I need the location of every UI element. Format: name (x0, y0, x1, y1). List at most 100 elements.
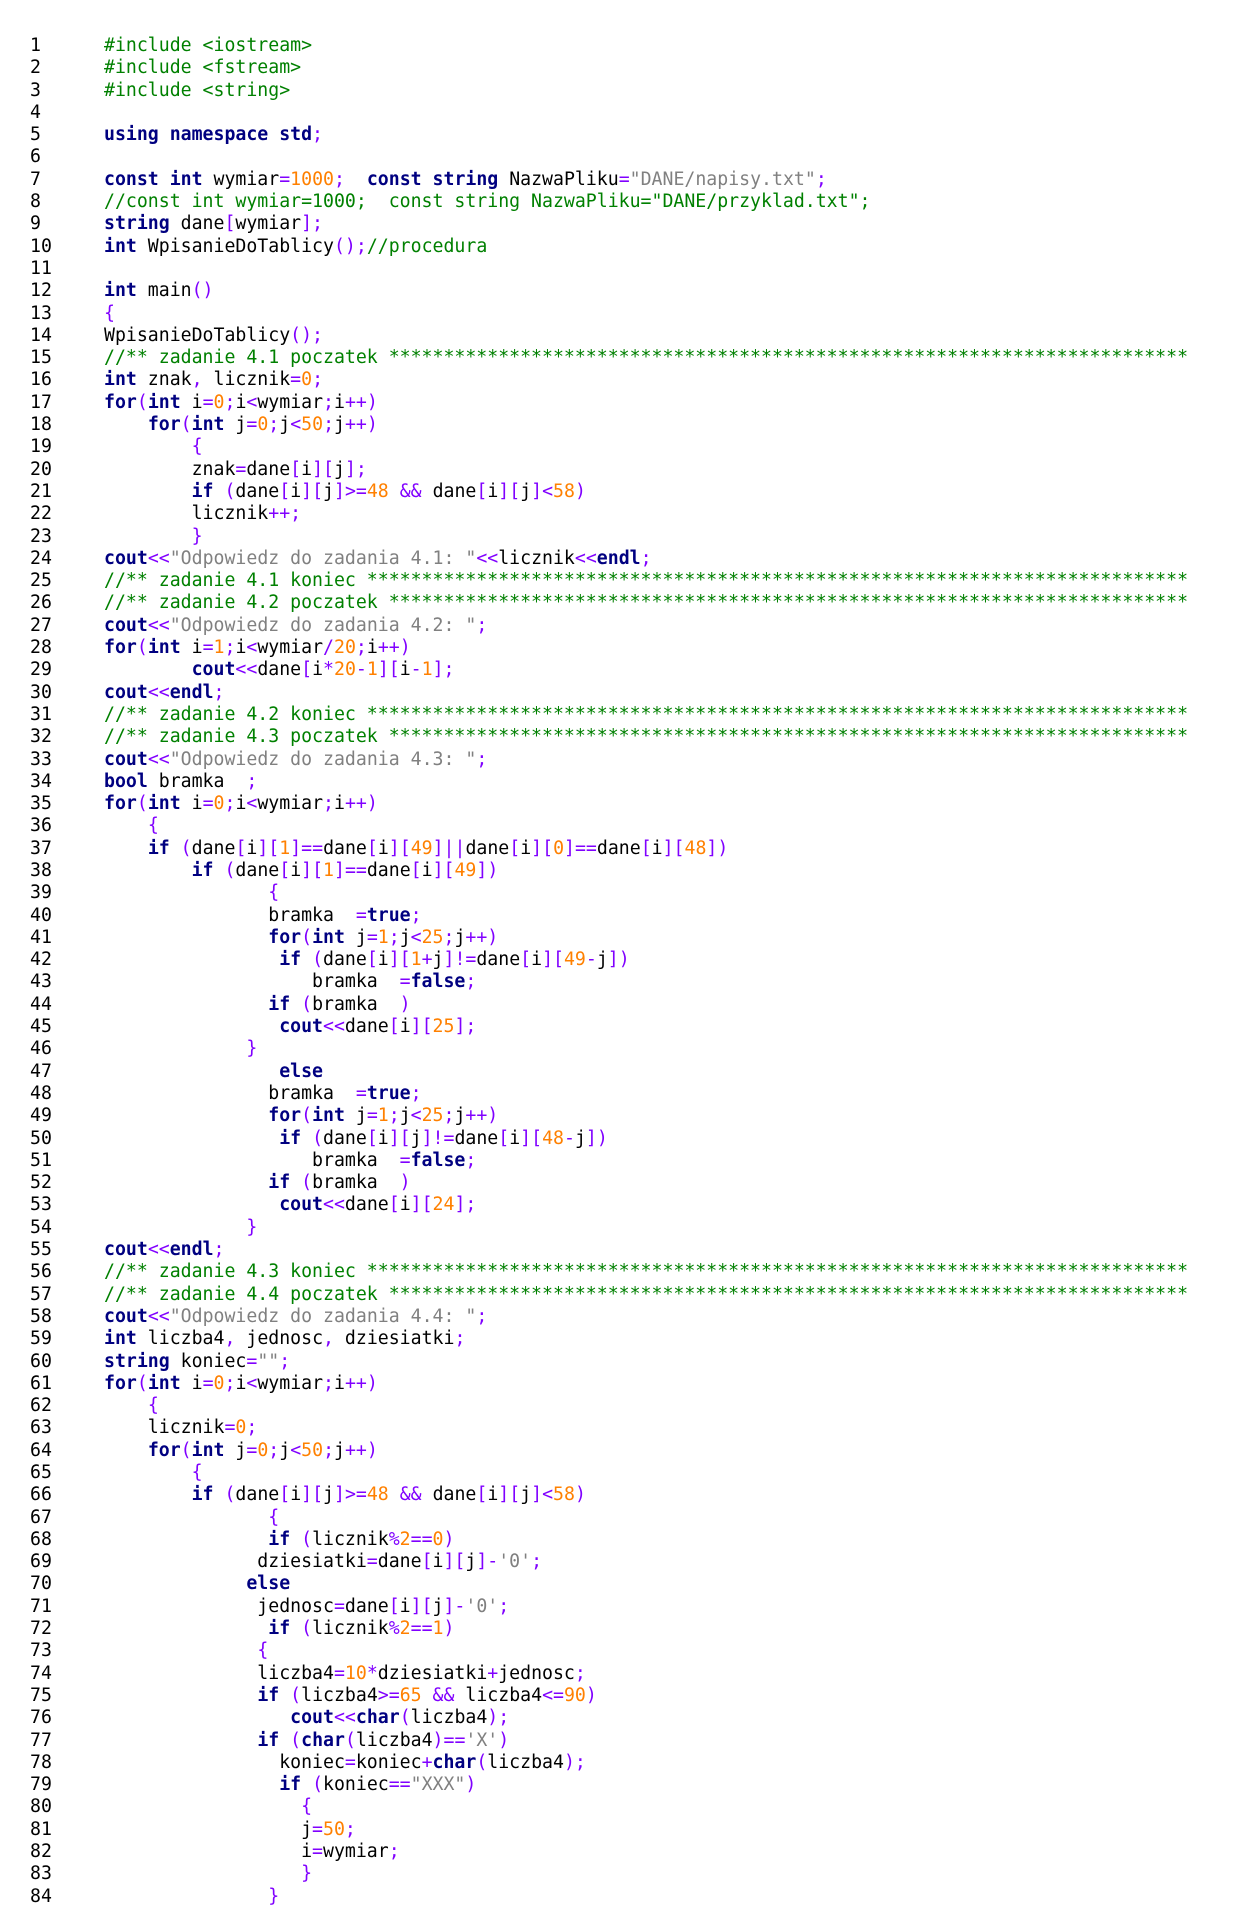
code-text[interactable]: string koniec=""; (86, 1351, 1243, 1373)
code-line[interactable]: 1#include <iostream> (0, 35, 1243, 57)
code-line[interactable]: 82 i=wymiar; (0, 1841, 1243, 1863)
code-line[interactable]: 81 j=50; (0, 1819, 1243, 1841)
code-line[interactable]: 48 bramka =true; (0, 1083, 1243, 1105)
code-line[interactable]: 76 cout<<char(liczba4); (0, 1707, 1243, 1729)
code-line[interactable]: 4 (0, 102, 1243, 124)
code-text[interactable]: #include <string> (86, 80, 1243, 102)
code-line[interactable]: 36 { (0, 815, 1243, 837)
code-text[interactable]: licznik++; (86, 503, 1243, 525)
code-line[interactable]: 8//const int wymiar=1000; const string N… (0, 191, 1243, 213)
code-text[interactable]: dziesiatki=dane[i][j]-'0'; (86, 1551, 1243, 1573)
code-text[interactable]: //** zadanie 4.3 koniec ****************… (86, 1261, 1243, 1283)
code-line[interactable]: 80 { (0, 1796, 1243, 1818)
code-line[interactable]: 52 if (bramka ) (0, 1172, 1243, 1194)
code-text[interactable]: cout<<"Odpowiedz do zadania 4.4: "; (86, 1306, 1243, 1328)
code-text[interactable]: if (koniec=="XXX") (86, 1774, 1243, 1796)
code-text[interactable]: //const int wymiar=1000; const string Na… (86, 191, 1243, 213)
code-text[interactable]: bramka =false; (86, 971, 1243, 993)
code-line[interactable]: 68 if (licznik%2==0) (0, 1529, 1243, 1551)
code-text[interactable]: cout<<dane[i][25]; (86, 1016, 1243, 1038)
code-line[interactable]: 50 if (dane[i][j]!=dane[i][48-j]) (0, 1128, 1243, 1150)
code-text[interactable]: if (licznik%2==0) (86, 1529, 1243, 1551)
code-text[interactable]: const int wymiar=1000; const string Nazw… (86, 169, 1243, 191)
code-line[interactable]: 77 if (char(liczba4)=='X') (0, 1730, 1243, 1752)
code-line[interactable]: 22 licznik++; (0, 503, 1243, 525)
code-text[interactable]: int znak, licznik=0; (86, 369, 1243, 391)
code-line[interactable]: 29 cout<<dane[i*20-1][i-1]; (0, 659, 1243, 681)
code-text[interactable]: if (licznik%2==1) (86, 1618, 1243, 1640)
code-text[interactable]: if (char(liczba4)=='X') (86, 1730, 1243, 1752)
code-line[interactable]: 73 { (0, 1640, 1243, 1662)
code-line[interactable]: 65 { (0, 1462, 1243, 1484)
code-text[interactable]: } (86, 1886, 1243, 1908)
code-line[interactable]: 18 for(int j=0;j<50;j++) (0, 414, 1243, 436)
code-line[interactable]: 70 else (0, 1573, 1243, 1595)
code-text[interactable]: bramka =false; (86, 1150, 1243, 1172)
code-line[interactable]: 2#include <fstream> (0, 57, 1243, 79)
code-text[interactable]: bool bramka ; (86, 771, 1243, 793)
code-line[interactable]: 41 for(int j=1;j<25;j++) (0, 927, 1243, 949)
code-line[interactable]: 25//** zadanie 4.1 koniec **************… (0, 570, 1243, 592)
code-line[interactable]: 71 jednosc=dane[i][j]-'0'; (0, 1596, 1243, 1618)
code-line[interactable]: 26//** zadanie 4.2 poczatek ************… (0, 592, 1243, 614)
code-line[interactable]: 63 licznik=0; (0, 1417, 1243, 1439)
code-text[interactable]: cout<<"Odpowiedz do zadania 4.2: "; (86, 615, 1243, 637)
code-line[interactable]: 43 bramka =false; (0, 971, 1243, 993)
code-line[interactable]: 39 { (0, 882, 1243, 904)
code-line[interactable]: 66 if (dane[i][j]>=48 && dane[i][j]<58) (0, 1484, 1243, 1506)
code-text[interactable]: //** zadanie 4.2 koniec ****************… (86, 704, 1243, 726)
code-line[interactable]: 64 for(int j=0;j<50;j++) (0, 1440, 1243, 1462)
code-line[interactable]: 51 bramka =false; (0, 1150, 1243, 1172)
code-text[interactable]: liczba4=10*dziesiatki+jednosc; (86, 1663, 1243, 1685)
code-text[interactable]: } (86, 1863, 1243, 1885)
code-text[interactable]: #include <fstream> (86, 57, 1243, 79)
code-text[interactable]: { (86, 1640, 1243, 1662)
code-text[interactable]: { (86, 815, 1243, 837)
code-text[interactable]: i=wymiar; (86, 1841, 1243, 1863)
code-text[interactable]: using namespace std; (86, 124, 1243, 146)
code-line[interactable]: 83 } (0, 1863, 1243, 1885)
code-line[interactable]: 78 koniec=koniec+char(liczba4); (0, 1752, 1243, 1774)
code-text[interactable]: cout<<endl; (86, 682, 1243, 704)
code-text[interactable]: for(int j=0;j<50;j++) (86, 1440, 1243, 1462)
code-text[interactable]: for(int i=0;i<wymiar;i++) (86, 793, 1243, 815)
code-text[interactable]: //** zadanie 4.1 koniec ****************… (86, 570, 1243, 592)
code-line[interactable]: 45 cout<<dane[i][25]; (0, 1016, 1243, 1038)
code-text[interactable]: else (86, 1061, 1243, 1083)
code-line[interactable]: 31//** zadanie 4.2 koniec **************… (0, 704, 1243, 726)
code-line[interactable]: 75 if (liczba4>=65 && liczba4<=90) (0, 1685, 1243, 1707)
code-text[interactable]: cout<<"Odpowiedz do zadania 4.3: "; (86, 749, 1243, 771)
code-line[interactable]: 53 cout<<dane[i][24]; (0, 1194, 1243, 1216)
code-text[interactable]: { (86, 882, 1243, 904)
code-line[interactable]: 74 liczba4=10*dziesiatki+jednosc; (0, 1663, 1243, 1685)
code-text[interactable]: j=50; (86, 1819, 1243, 1841)
code-line[interactable]: 3#include <string> (0, 80, 1243, 102)
code-text[interactable]: if (bramka ) (86, 994, 1243, 1016)
code-line[interactable]: 19 { (0, 436, 1243, 458)
code-line[interactable]: 72 if (licznik%2==1) (0, 1618, 1243, 1640)
code-line[interactable]: 40 bramka =true; (0, 905, 1243, 927)
code-text[interactable]: //** zadanie 4.1 poczatek **************… (86, 347, 1243, 369)
code-line[interactable]: 6 (0, 146, 1243, 168)
code-line[interactable]: 84 } (0, 1886, 1243, 1908)
code-text[interactable]: for(int j=0;j<50;j++) (86, 414, 1243, 436)
code-text[interactable]: { (86, 303, 1243, 325)
code-line[interactable]: 69 dziesiatki=dane[i][j]-'0'; (0, 1551, 1243, 1573)
code-text[interactable]: int WpisanieDoTablicy();//procedura (86, 236, 1243, 258)
code-text[interactable]: string dane[wymiar]; (86, 213, 1243, 235)
code-line[interactable]: 38 if (dane[i][1]==dane[i][49]) (0, 860, 1243, 882)
code-text[interactable] (86, 146, 1243, 168)
